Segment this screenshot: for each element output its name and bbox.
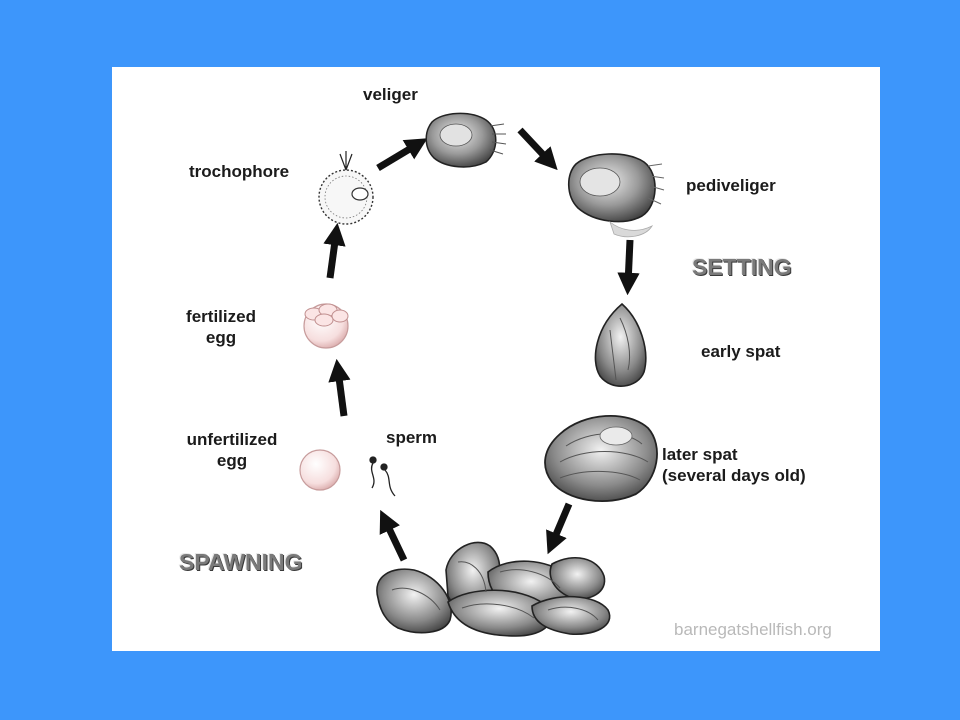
label-later-spat-line2: (several days old) — [662, 466, 806, 485]
label-pediveliger: pediveliger — [686, 176, 776, 195]
label-fertilized-egg-line2: egg — [205, 328, 237, 347]
adult-oysters — [376, 541, 611, 637]
label-later-spat-line1: later spat — [662, 445, 738, 464]
veliger-larva — [425, 112, 507, 168]
cycle-arrows — [323, 127, 640, 562]
label-unfertilized-egg-line2: egg — [216, 451, 248, 470]
early-spat — [594, 302, 647, 387]
label-later-spat: later spat (several days old) — [662, 444, 806, 486]
unfertilized-egg — [299, 449, 341, 491]
arrow-trochophore-to-veliger — [376, 138, 428, 172]
arrow-veliger-to-pediveliger — [517, 127, 558, 171]
label-veliger: veliger — [363, 85, 418, 104]
arrow-fertilized-to-trochophore — [323, 222, 346, 279]
label-trochophore: trochophore — [189, 162, 290, 181]
label-sperm: sperm — [386, 428, 438, 447]
arrow-later-spat-to-adults — [546, 502, 573, 555]
sperm-cells — [369, 456, 396, 497]
label-unfertilized-egg: unfertilized egg — [176, 429, 288, 471]
arrow-pediveliger-to-early-spat — [617, 239, 640, 296]
arrow-unfertilized-to-fertilized — [328, 358, 351, 417]
label-fertilized-egg-line1: fertilized — [186, 307, 256, 326]
arrow-adults-to-sperm — [379, 509, 408, 562]
label-fertilized-egg: fertilized egg — [176, 306, 266, 348]
label-unfertilized-egg-line1: unfertilized — [186, 430, 278, 449]
stage-spawning: SPAWNING — [179, 549, 303, 575]
later-spat — [544, 414, 658, 502]
pediveliger-larva — [567, 153, 665, 238]
stage-setting: SETTING — [692, 254, 792, 280]
fertilized-egg — [303, 303, 349, 349]
source-credit: barnegatshellfish.org — [674, 620, 832, 639]
trochophore-larva — [318, 151, 374, 225]
label-early-spat: early spat — [701, 342, 781, 361]
